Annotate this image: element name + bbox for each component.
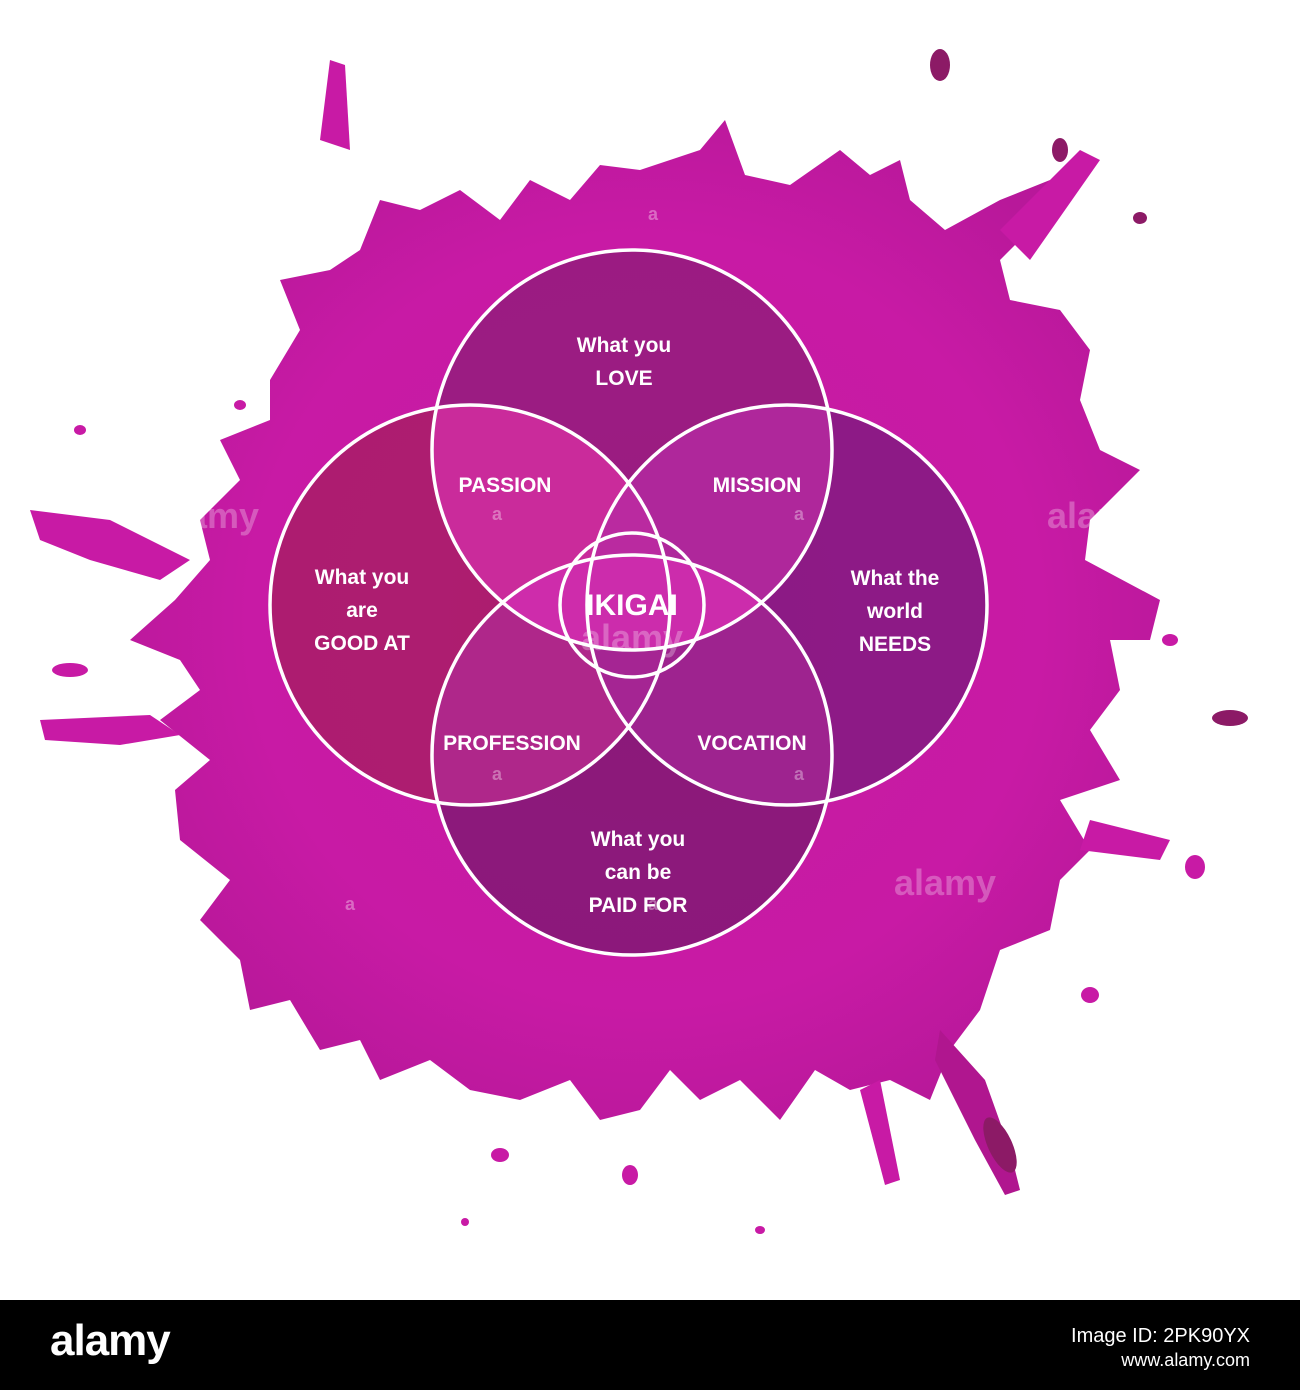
footer-url: www.alamy.com — [1121, 1350, 1250, 1370]
watermark-mark: a — [492, 764, 503, 784]
splash-drop — [622, 1165, 638, 1185]
label-ikigai: IKIGAI — [586, 589, 678, 622]
label-what-you-love: What you LOVE — [577, 334, 672, 390]
watermark-text: alamy — [894, 862, 996, 903]
label-what-the-world-needs: What the world NEEDS — [851, 567, 940, 656]
watermark-mark: a — [345, 894, 356, 914]
label-passion: PASSION — [459, 474, 552, 497]
world-line1: What the — [851, 567, 940, 590]
watermark-mark: a — [794, 764, 805, 784]
ikigai-venn-diagram: alamy alamy alamy alamy a a a a a a a a … — [30, 49, 1248, 1234]
paid-line2: can be — [605, 861, 672, 884]
splash-streak-top — [320, 60, 350, 150]
good-line1: What you — [315, 566, 410, 589]
splash-drop — [461, 1218, 469, 1226]
label-what-you-can-be-paid-for: What you can be PAID FOR — [589, 828, 688, 917]
good-line3: GOOD AT — [314, 632, 410, 655]
splash-drop — [74, 425, 86, 435]
splash-drop — [983, 1117, 1017, 1173]
love-line1: What you — [577, 334, 672, 357]
watermark-mark: a — [648, 204, 659, 224]
footer-logo: alamy — [50, 1316, 171, 1365]
splash-drop — [1162, 634, 1178, 646]
circle-paid-outline — [430, 553, 834, 957]
intersection-labels: PASSION MISSION PROFESSION VOCATION IKIG… — [443, 474, 806, 755]
circle-fills — [270, 250, 987, 955]
watermark-mark: a — [492, 504, 503, 524]
watermark-mark: a — [345, 204, 356, 224]
watermark-text: alamy — [581, 617, 683, 658]
splash-drop — [1081, 987, 1099, 1003]
label-mission: MISSION — [713, 474, 802, 497]
watermarks: alamy alamy alamy alamy a a a a a a a a — [157, 204, 1149, 914]
splash-streak-topright — [1000, 150, 1100, 260]
paid-line3: PAID FOR — [589, 894, 688, 917]
splash-drop — [1185, 855, 1205, 879]
world-line2: world — [866, 600, 923, 623]
splash-drop — [52, 663, 88, 677]
footer-image-info: Image ID: 2PK90YX www.alamy.com — [1071, 1324, 1250, 1372]
label-what-you-are-good-at: What you are GOOD AT — [314, 566, 410, 655]
good-line2: are — [346, 599, 378, 622]
watermark-text: alamy — [157, 495, 259, 536]
splash-drop — [491, 1148, 509, 1162]
world-line3: NEEDS — [859, 633, 931, 656]
splash-streak-right — [1080, 820, 1170, 860]
splash-drop — [930, 49, 950, 81]
footer-image-id: Image ID: 2PK90YX — [1071, 1325, 1250, 1347]
label-profession: PROFESSION — [443, 732, 581, 755]
circle-good-outline — [268, 403, 672, 807]
splash-drop — [234, 400, 246, 410]
overlap-ikigai — [432, 555, 832, 650]
footer-bar — [0, 1300, 1300, 1390]
label-vocation: VOCATION — [697, 732, 806, 755]
love-line2: LOVE — [595, 367, 652, 390]
watermark-mark: a — [794, 504, 805, 524]
splash-streak-left-2 — [40, 715, 180, 745]
splash-drop — [1052, 138, 1068, 162]
circle-love-outline — [430, 248, 834, 652]
splash-streak-bottom — [860, 1080, 900, 1185]
circle-labels: What you LOVE What you are GOOD AT What … — [314, 334, 939, 917]
watermark-mark: a — [648, 894, 659, 914]
watermark-text: alamy — [1047, 495, 1149, 536]
splash-streak-left — [30, 510, 190, 580]
splash-drop — [1212, 710, 1248, 726]
splash-drop — [1133, 212, 1147, 224]
paid-line1: What you — [591, 828, 686, 851]
circle-world-outline — [585, 403, 989, 807]
splash-drop — [755, 1226, 765, 1234]
circle-ikigai-outline — [558, 531, 706, 679]
circle-outlines — [268, 248, 989, 957]
